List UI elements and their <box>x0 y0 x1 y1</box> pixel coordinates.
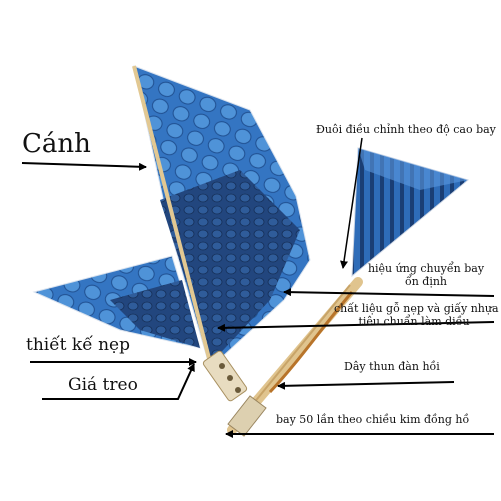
label-tail-adjust: Đuôi điều chỉnh theo độ cao bay <box>316 123 496 136</box>
arrow-wing <box>21 162 147 171</box>
arrow-hanger <box>42 363 195 400</box>
rubber-band <box>268 291 354 394</box>
arrow-stable-flap <box>283 288 495 297</box>
label-fly-50: bay 50 lần theo chiều kim đồng hồ <box>276 413 470 426</box>
label-material-line2: tiêu chuẩn làm diều <box>358 314 470 328</box>
arrow-material <box>217 321 495 332</box>
label-wing: Cánh <box>22 129 91 159</box>
ornithopter-illustration <box>32 65 470 437</box>
wing-spar <box>132 65 214 371</box>
label-splint-design: thiết kế nẹp <box>26 335 130 355</box>
hanger-bracket <box>202 350 248 402</box>
label-stable-flap-line1: hiệu ứng chuyển bay <box>367 262 485 275</box>
label-rubber-band: Dây thun đàn hồi <box>344 360 440 373</box>
arrows <box>21 137 495 438</box>
label-material: chất liệu gỗ nẹp và giấy nhựa tiêu chuẩn… <box>334 302 499 328</box>
label-stable-flap: hiệu ứng chuyển bay ổn định <box>366 262 486 288</box>
label-material-line1: chất liệu gỗ nẹp và giấy nhựa <box>334 302 499 315</box>
label-stable-flap-line2: ổn định <box>404 274 448 288</box>
arrow-rubber-band <box>277 381 455 390</box>
arrow-tail <box>340 137 363 269</box>
label-hanger: Giá treo <box>68 375 138 395</box>
